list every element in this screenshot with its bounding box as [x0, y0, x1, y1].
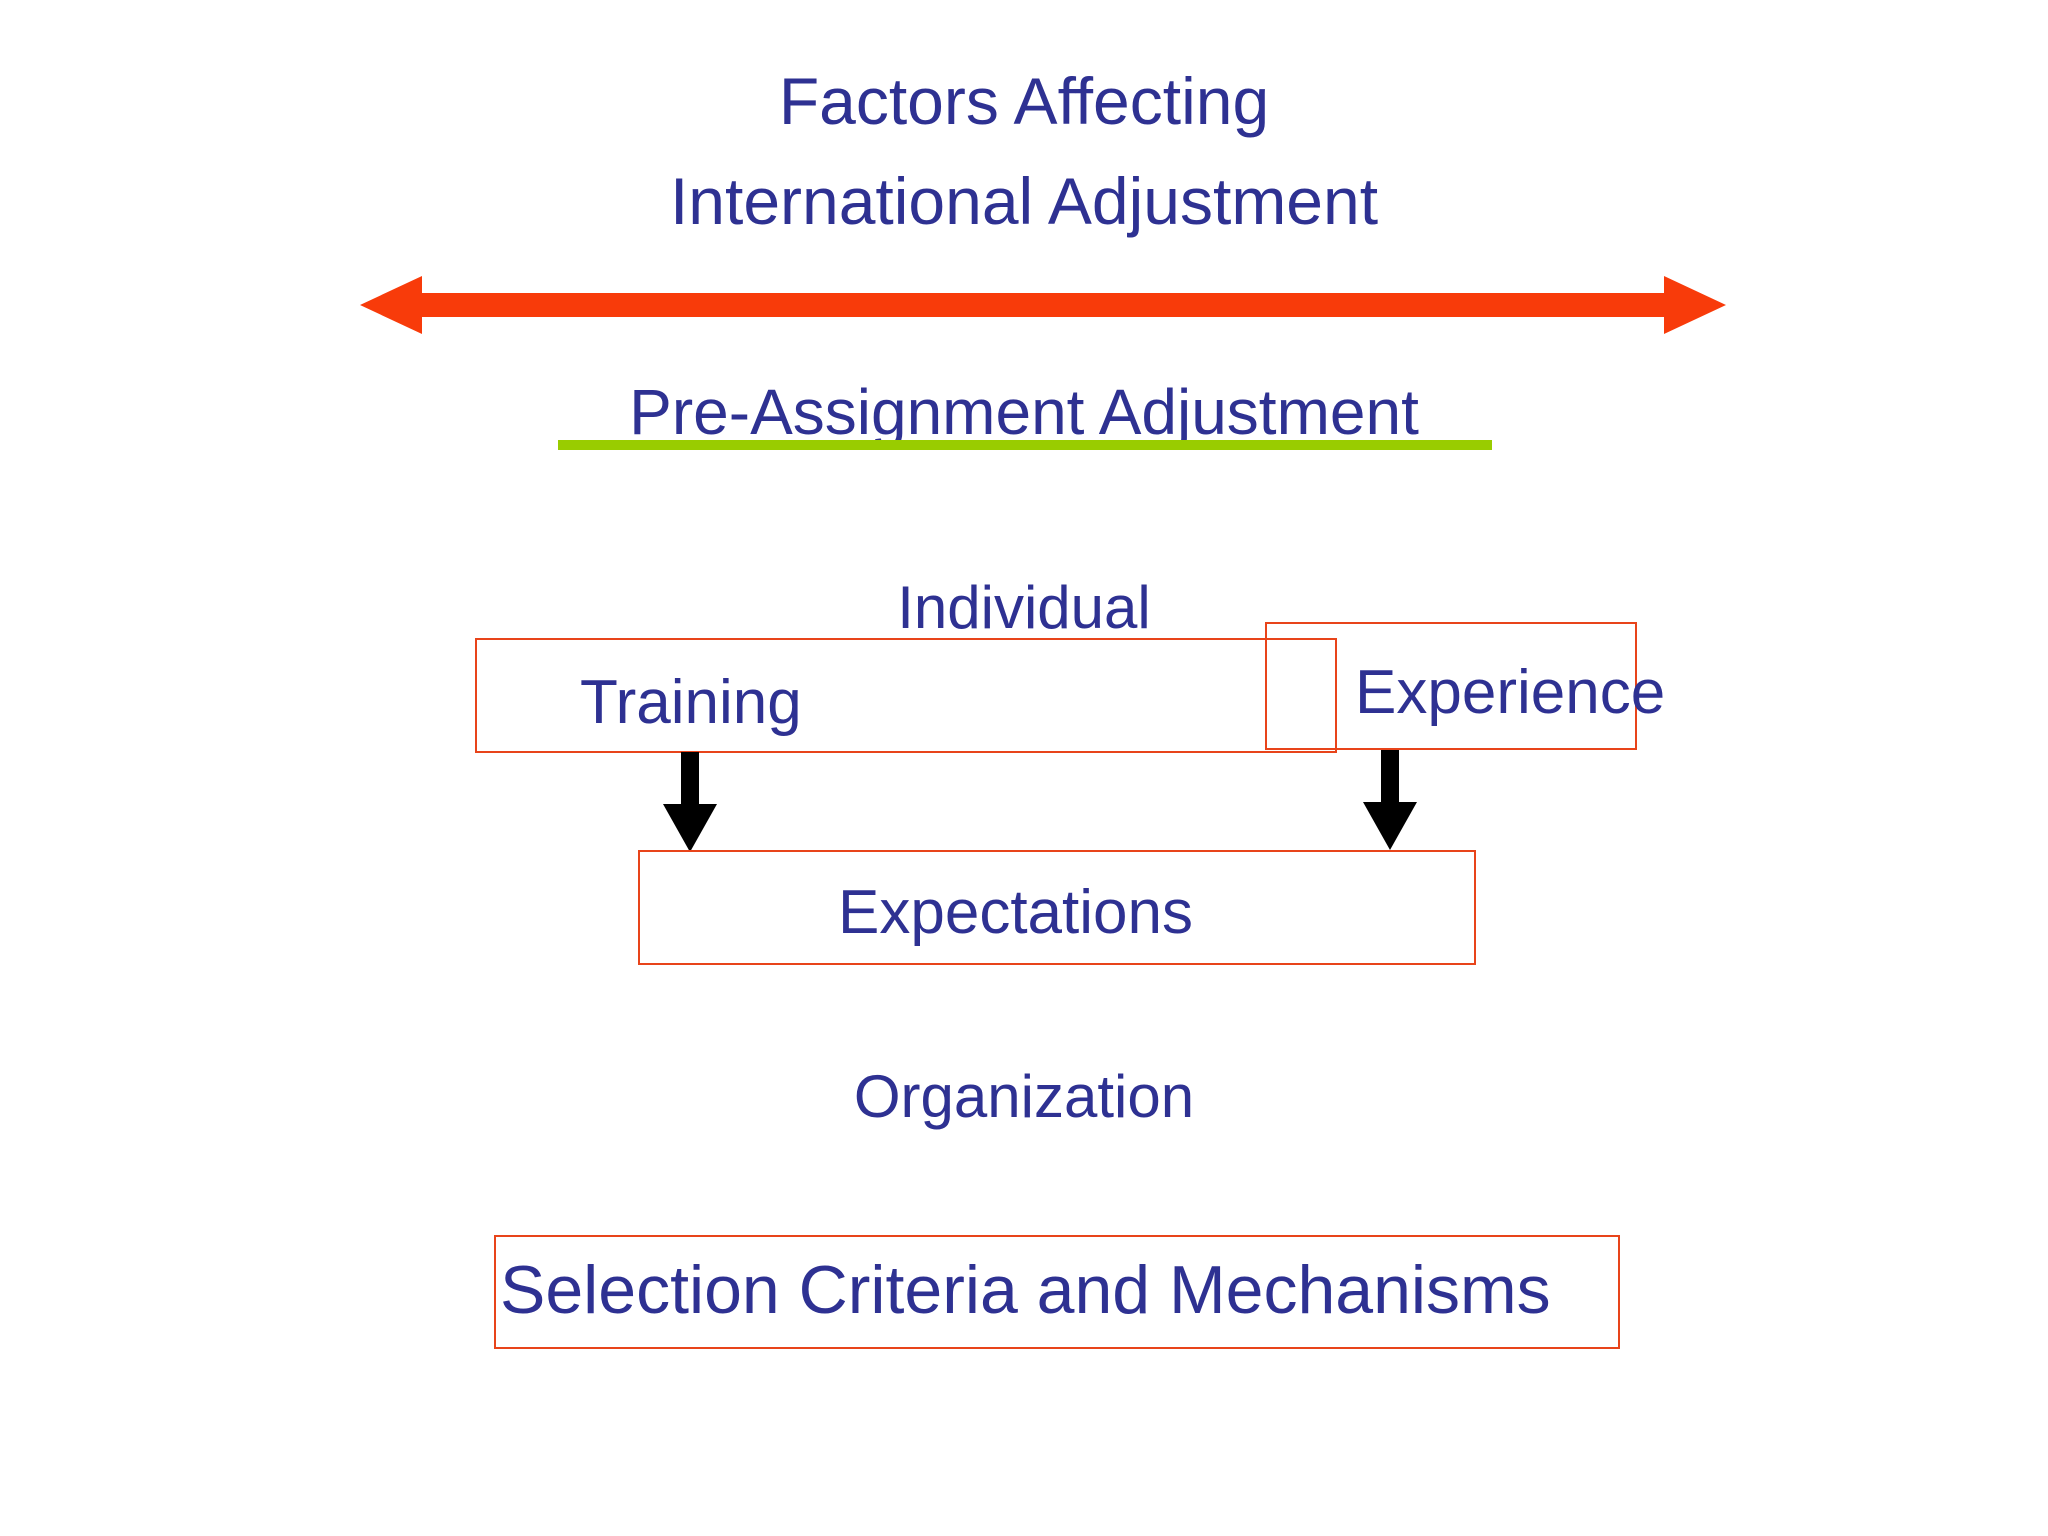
node-box-expectations[interactable] [638, 850, 1476, 965]
node-label-expectations: Expectations [838, 878, 1193, 947]
page-title-line2: International Adjustment [669, 164, 1379, 238]
section-label-individual: Individual [897, 574, 1151, 641]
node-label-training: Training [580, 668, 802, 737]
down-arrow-icon-training [663, 752, 717, 852]
node-label-selection-criteria: Selection Criteria and Mechanisms [500, 1252, 1551, 1328]
node-label-experience: Experience [1355, 658, 1666, 727]
section-label-organization: Organization [853, 1063, 1195, 1130]
node-box-experience[interactable] [1265, 622, 1637, 750]
page-title-line1: Factors Affecting [778, 64, 1270, 138]
node-box-selection-criteria[interactable] [494, 1235, 1620, 1349]
double-headed-arrow-icon [360, 276, 1726, 334]
down-arrow-icon-experience [1363, 750, 1417, 850]
node-box-training[interactable] [475, 638, 1337, 753]
phase-heading-underline [558, 440, 1492, 450]
phase-heading: Pre-Assignment Adjustment [629, 376, 1419, 448]
